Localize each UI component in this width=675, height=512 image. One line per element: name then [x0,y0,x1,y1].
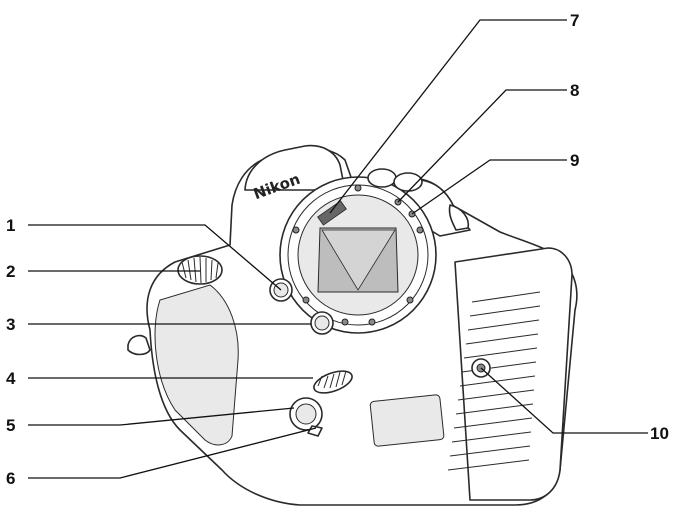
callout-numbers: 1 2 3 4 5 6 7 8 9 10 [6,11,669,488]
camera-body [127,144,578,506]
callout-1: 1 [6,216,15,235]
callout-4: 4 [6,369,16,388]
leader-line-10 [480,367,648,434]
leader-lines [28,19,648,479]
command-dial [177,255,223,285]
sub-command-dial [313,370,353,394]
callout-3: 3 [6,315,15,334]
leader-line-6 [28,427,317,479]
callout-2: 2 [6,262,15,281]
callout-8: 8 [570,81,579,100]
leader-line-8 [397,89,567,203]
leader-line-9 [411,159,567,215]
leader-line-7 [329,19,567,214]
cpu-contacts [317,200,347,226]
leader-line-1 [28,224,282,291]
callout-10: 10 [650,424,669,443]
callout-9: 9 [570,151,579,170]
callout-6: 6 [6,469,15,488]
callout-7: 7 [570,11,579,30]
callout-5: 5 [6,416,15,435]
leader-line-5 [28,407,295,426]
